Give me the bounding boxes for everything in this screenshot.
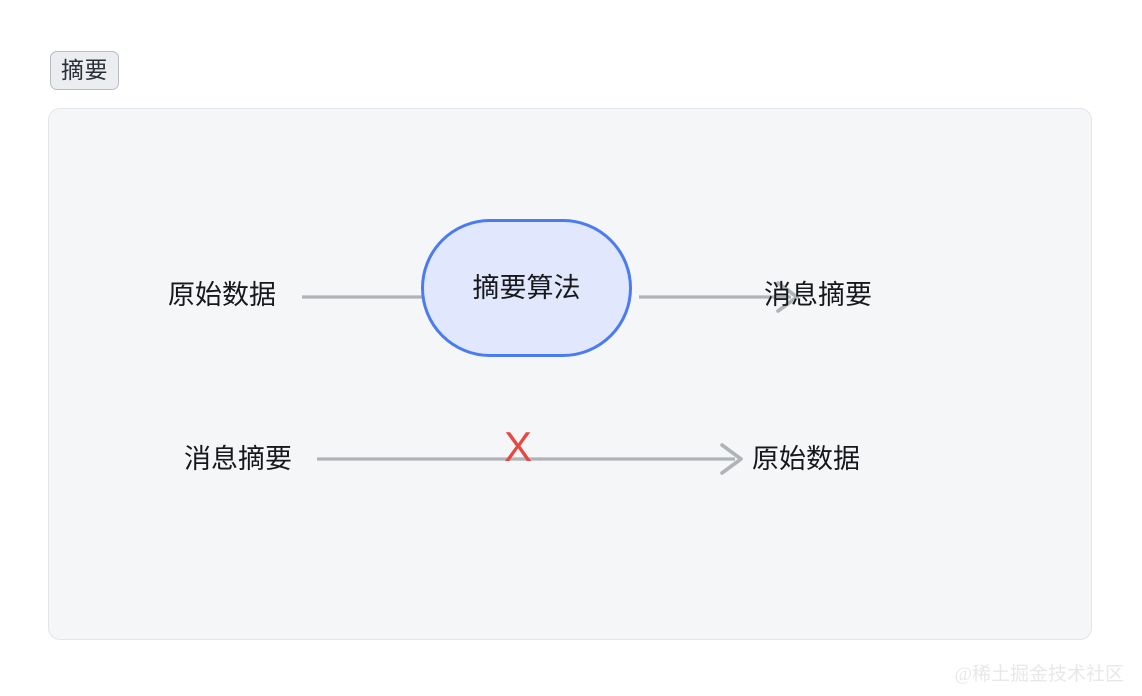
section-badge: 摘要	[50, 51, 119, 90]
section-badge-label: 摘要	[61, 57, 108, 83]
flow-label-source-raw-data: 原始数据	[168, 280, 276, 310]
blocked-x-icon: X	[504, 423, 533, 470]
watermark: @稀土掘金技术社区	[954, 664, 1125, 685]
arrow-algorithm-to-digest	[639, 281, 799, 313]
process-node-label: 摘要算法	[472, 272, 581, 303]
flow-label-target-message-digest: 消息摘要	[764, 280, 872, 310]
flow-label-target-raw-data: 原始数据	[752, 444, 860, 474]
flow-label-source-message-digest: 消息摘要	[184, 444, 292, 474]
diagram-card: 原始数据 摘要算法 消息摘要 消息摘要 X 原始数据	[48, 108, 1092, 640]
process-node-digest-algorithm: 摘要算法	[421, 219, 632, 357]
arrow-digest-to-raw-data-left-segment	[317, 457, 541, 461]
arrow-digest-to-raw-data-right-segment	[538, 443, 743, 475]
